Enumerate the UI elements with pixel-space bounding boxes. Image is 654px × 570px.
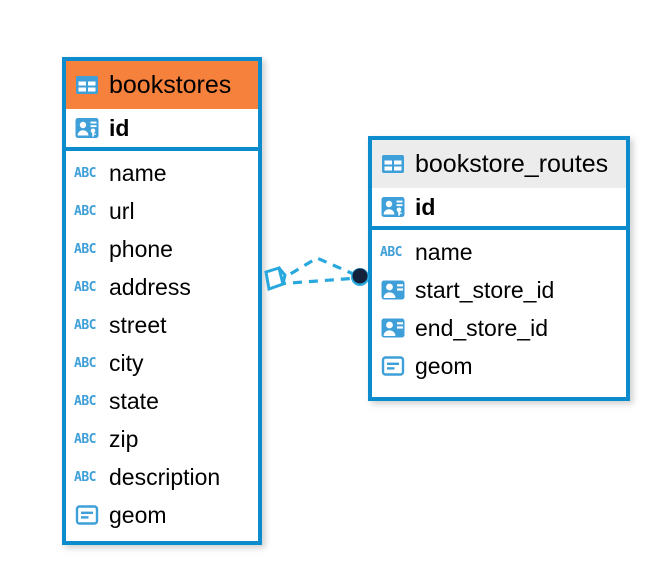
field-row[interactable]: ABC name xyxy=(66,154,258,192)
abc-text-icon: ABC xyxy=(74,431,96,447)
table-icon xyxy=(380,151,406,177)
field-row[interactable]: ABC state xyxy=(66,382,258,420)
entity-bookstore-routes[interactable]: bookstore_routes id ABC xyxy=(368,136,630,401)
field-row[interactable]: ABC description xyxy=(66,458,258,496)
field-name: geom xyxy=(109,501,167,528)
field-name: geom xyxy=(415,352,473,379)
field-name: name xyxy=(415,238,473,265)
abc-text-icon: ABC xyxy=(74,279,96,295)
field-row[interactable]: ABC city xyxy=(66,344,258,382)
field-row[interactable]: id xyxy=(66,109,258,147)
abc-text-icon: ABC xyxy=(74,317,96,333)
field-name: id xyxy=(109,114,130,141)
field-name: description xyxy=(109,463,221,490)
foreign-key-icon xyxy=(380,277,406,303)
field-row[interactable]: id xyxy=(372,188,626,226)
field-list-bookstores: ABC name ABC url ABC phone ABC address A… xyxy=(66,151,258,534)
abc-text-icon: ABC xyxy=(74,469,96,485)
field-name: zip xyxy=(109,425,139,452)
foreign-key-icon xyxy=(380,315,406,341)
table-icon xyxy=(74,72,100,98)
field-name: city xyxy=(109,349,144,376)
field-row[interactable]: ABC url xyxy=(66,192,258,230)
field-name: street xyxy=(109,311,167,338)
primary-key-icon xyxy=(380,194,406,220)
primary-key-icon xyxy=(74,115,100,141)
field-row[interactable]: ABC address xyxy=(66,268,258,306)
entity-header-bookstores[interactable]: bookstores xyxy=(66,61,258,109)
field-row[interactable]: ABC phone xyxy=(66,230,258,268)
entity-title: bookstore_routes xyxy=(415,149,609,178)
field-name: name xyxy=(109,159,167,186)
abc-text-icon: ABC xyxy=(74,165,96,181)
filled-circle-marker-ring xyxy=(351,268,369,286)
field-name: id xyxy=(415,193,436,220)
entity-bookstores[interactable]: bookstores id ABC xyxy=(62,57,262,545)
field-name: url xyxy=(109,197,135,224)
field-row[interactable]: start_store_id xyxy=(372,271,626,309)
abc-text-icon: ABC xyxy=(380,244,402,260)
entity-title: bookstores xyxy=(109,70,232,99)
abc-text-icon: ABC xyxy=(74,355,96,371)
field-name: state xyxy=(109,387,159,414)
field-row[interactable]: ABC zip xyxy=(66,420,258,458)
field-row[interactable]: end_store_id xyxy=(372,309,626,347)
primary-key-divider xyxy=(372,226,626,230)
field-row[interactable]: geom xyxy=(372,347,626,385)
geometry-icon xyxy=(74,502,100,528)
field-list-bookstore-routes: ABC name start_store_id xyxy=(372,230,626,385)
geometry-icon xyxy=(380,353,406,379)
field-name: address xyxy=(109,273,191,300)
relationship-line-upper xyxy=(276,256,359,284)
field-name: start_store_id xyxy=(415,276,555,303)
primary-key-divider xyxy=(66,147,258,151)
abc-text-icon: ABC xyxy=(74,241,96,257)
relationship-line-lower xyxy=(276,276,359,286)
filled-circle-marker xyxy=(352,268,368,284)
abc-text-icon: ABC xyxy=(74,203,96,219)
diamond-outline-marker xyxy=(264,266,285,292)
field-name: end_store_id xyxy=(415,314,548,341)
field-row[interactable]: ABC name xyxy=(372,233,626,271)
field-row[interactable]: ABC street xyxy=(66,306,258,344)
entity-header-bookstore-routes[interactable]: bookstore_routes xyxy=(372,140,626,188)
field-row[interactable]: geom xyxy=(66,496,258,534)
relationship-connector[interactable] xyxy=(255,240,385,320)
field-name: phone xyxy=(109,235,173,262)
abc-text-icon: ABC xyxy=(74,393,96,409)
diamond-marker-tail xyxy=(277,267,287,285)
